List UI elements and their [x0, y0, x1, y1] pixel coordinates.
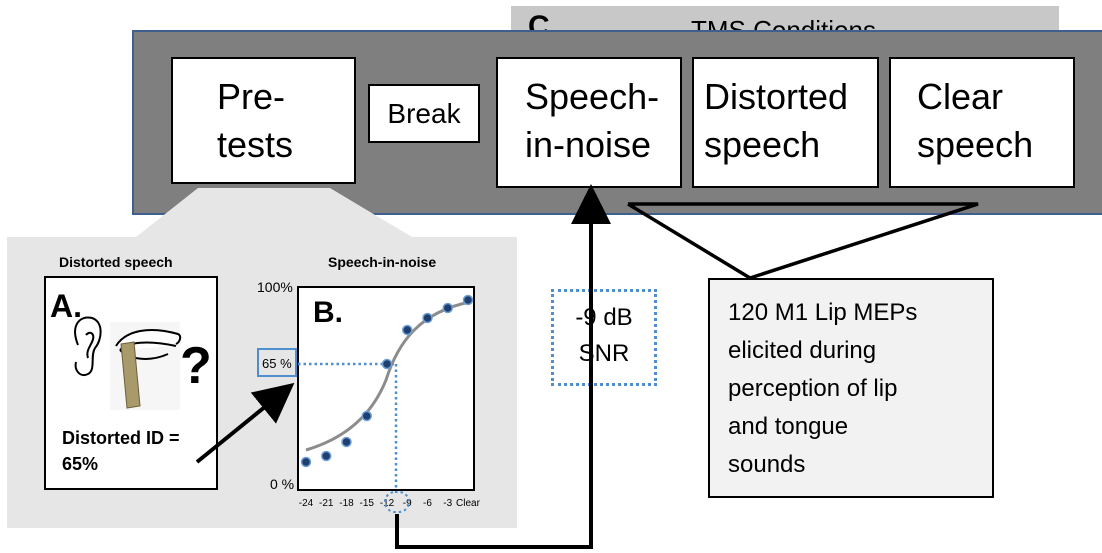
tongue-depressor-icon [120, 341, 141, 409]
condition-distorted-speech: Distorted speech [692, 57, 879, 188]
data-point [361, 410, 372, 422]
mep-line: perception of lip [728, 375, 898, 402]
question-mark: ? [180, 337, 212, 395]
x-tick-label: -6 [423, 498, 432, 509]
mep-line: elicited during [728, 337, 877, 364]
data-point [381, 358, 393, 370]
x-tick-label: Clear [456, 498, 481, 509]
condition-label-line2: speech [704, 124, 821, 165]
condition-label-line2: in-noise [525, 124, 652, 165]
mep-connector [627, 202, 979, 280]
y-axis-top-label: 100% [257, 279, 293, 295]
condition-label-line1: Speech- [525, 76, 660, 117]
ear-icon [74, 316, 102, 376]
mep-box: 120 M1 Lip MEPs elicited during percepti… [708, 278, 994, 498]
x-tick-label: -15 [360, 498, 375, 509]
data-point [422, 312, 433, 324]
distorted-id-line1: Distorted ID = [62, 428, 180, 448]
distorted-id-line2: 65% [62, 454, 99, 474]
mep-line: sounds [728, 451, 806, 478]
data-point [341, 436, 352, 448]
pretests-box: Pre- tests [171, 57, 356, 184]
arrow-a-to-b [195, 382, 295, 464]
panel-a-letter: A. [50, 288, 82, 324]
callout-trapezoid [136, 188, 412, 237]
data-point [442, 302, 453, 314]
arrow-snr-path [395, 184, 611, 549]
condition-speech-in-noise: Speech- in-noise [496, 57, 682, 188]
panel-a-header: Distorted speech [59, 254, 173, 270]
highlight-minus12-box [384, 491, 410, 513]
break-label: Break [387, 97, 461, 129]
condition-label-line1: Clear [917, 76, 1004, 117]
mep-line: 120 M1 Lip MEPs [728, 299, 918, 326]
mep-line: and tongue [728, 413, 849, 440]
y-axis-bottom-label: 0 % [270, 476, 295, 492]
data-point [321, 450, 332, 462]
pretests-line1: Pre- [217, 76, 286, 117]
condition-label-line1: Distorted [704, 76, 849, 117]
snr-box: -9 dB SNR [551, 289, 657, 386]
condition-clear-speech: Clear speech [889, 57, 1075, 188]
highlight-65-label: 65 % [262, 356, 292, 371]
data-point [300, 456, 312, 468]
data-point [402, 324, 413, 336]
break-box: Break [368, 84, 480, 143]
sigmoid-fit-curve [305, 300, 471, 452]
x-tick-label: -18 [339, 498, 354, 509]
x-tick-label: -3 [443, 498, 452, 509]
x-tick-label: -24 [299, 498, 314, 509]
snr-line1: -9 dB [575, 304, 633, 331]
panel-b-header: Speech-in-noise [328, 254, 437, 270]
x-tick-label: -9 [403, 498, 412, 509]
highlight-65-box [257, 348, 297, 377]
data-point [462, 294, 474, 306]
x-tick-label: -12 [380, 498, 395, 509]
snr-line2: SNR [578, 340, 630, 367]
lips-icon [110, 322, 182, 410]
x-tick-label: -21 [319, 498, 334, 509]
condition-label-line2: speech [917, 124, 1034, 165]
panel-b-letter: B. [313, 296, 343, 329]
pretests-line2: tests [217, 124, 294, 165]
